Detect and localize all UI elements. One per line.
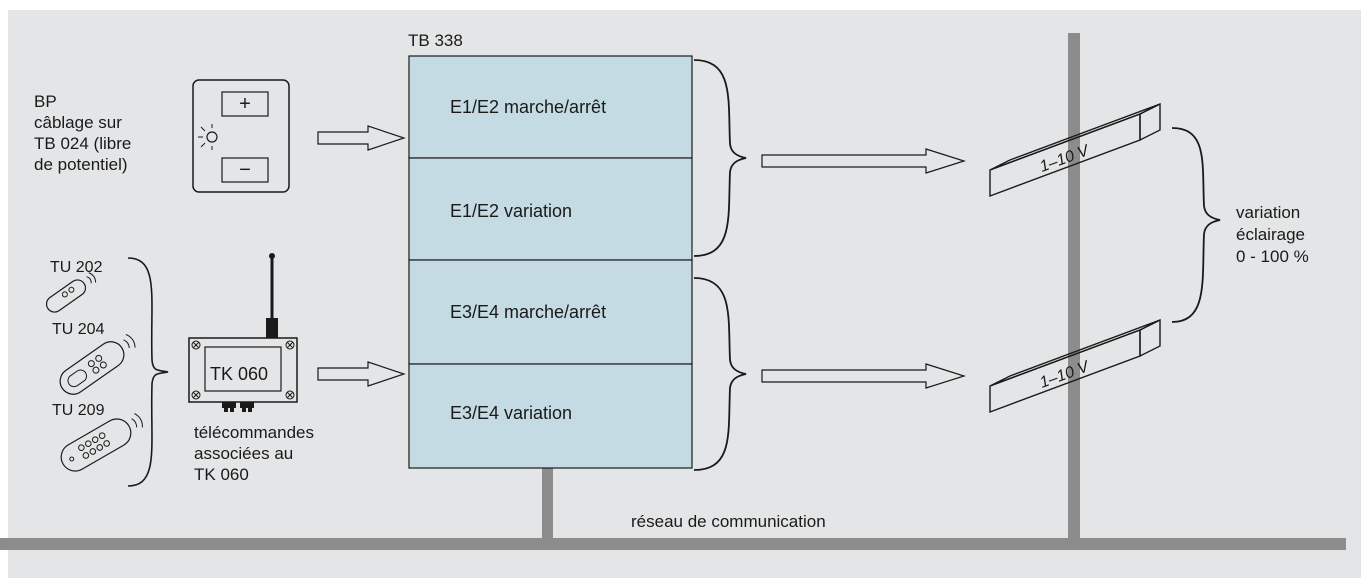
remote-tu202-label: TU 202 bbox=[50, 259, 103, 276]
remote-2-button-icon bbox=[45, 272, 97, 313]
output-label-line-2: éclairage bbox=[1236, 225, 1305, 244]
push-button-label: BP câblage sur TB 024 (libre de potentie… bbox=[34, 92, 131, 174]
arrow-to-dimmer-1 bbox=[761, 148, 966, 174]
module-row-2-label: E1/E2 variation bbox=[450, 201, 572, 221]
network-riser-dimmers bbox=[1068, 33, 1080, 541]
network-bus bbox=[0, 538, 1346, 550]
module-row-1 bbox=[408, 55, 693, 159]
push-button-label-line-1: BP bbox=[34, 92, 57, 111]
indicator-light-icon bbox=[198, 124, 218, 150]
receiver-caption-line-1: télécommandes bbox=[194, 423, 314, 442]
module-row-4 bbox=[408, 363, 693, 469]
push-button-panel-icon: + − bbox=[192, 79, 290, 193]
module-row-1-label: E1/E2 marche/arrêt bbox=[450, 97, 606, 117]
remote-tu209-label: TU 209 bbox=[52, 402, 105, 419]
output-brace bbox=[1171, 127, 1221, 323]
output-label-line-3: 0 - 100 % bbox=[1236, 247, 1309, 266]
receiver-label: TK 060 bbox=[210, 364, 268, 384]
module-row-2 bbox=[408, 157, 693, 261]
remotes-brace bbox=[127, 257, 169, 487]
module-row-4-label: E3/E4 variation bbox=[450, 403, 572, 423]
minus-symbol: − bbox=[239, 159, 251, 181]
receiver-caption: télécommandes associées au TK 060 bbox=[194, 423, 314, 484]
push-button-label-line-3: TB 024 (libre bbox=[34, 134, 131, 153]
receiver-caption-line-3: TK 060 bbox=[194, 465, 249, 484]
network-label: réseau de communication bbox=[631, 512, 826, 531]
remote-tu204-label: TU 204 bbox=[52, 321, 105, 338]
remote-9-button-icon bbox=[60, 413, 143, 472]
module-row-3 bbox=[408, 259, 693, 365]
push-button-label-line-4: de potentiel) bbox=[34, 155, 128, 174]
brace-e1e2 bbox=[693, 59, 747, 257]
output-label-line-1: variation bbox=[1236, 203, 1300, 222]
radio-receiver-icon bbox=[188, 253, 298, 412]
arrow-pushbutton-to-module bbox=[317, 125, 406, 151]
module-tb338: E1/E2 marche/arrêt E1/E2 variation E3/E4… bbox=[408, 55, 693, 469]
remote-4-button-icon bbox=[59, 334, 136, 395]
brace-e3e4 bbox=[693, 277, 747, 471]
module-row-3-label: E3/E4 marche/arrêt bbox=[450, 302, 606, 322]
network-riser-module bbox=[542, 468, 553, 540]
arrow-to-dimmer-2 bbox=[761, 363, 966, 389]
output-label: variation éclairage 0 - 100 % bbox=[1236, 203, 1309, 266]
push-button-label-line-2: câblage sur bbox=[34, 113, 122, 132]
receiver-caption-line-2: associées au bbox=[194, 444, 293, 463]
module-name: TB 338 bbox=[408, 31, 463, 50]
arrow-receiver-to-module bbox=[317, 361, 406, 387]
plus-symbol: + bbox=[239, 93, 251, 115]
